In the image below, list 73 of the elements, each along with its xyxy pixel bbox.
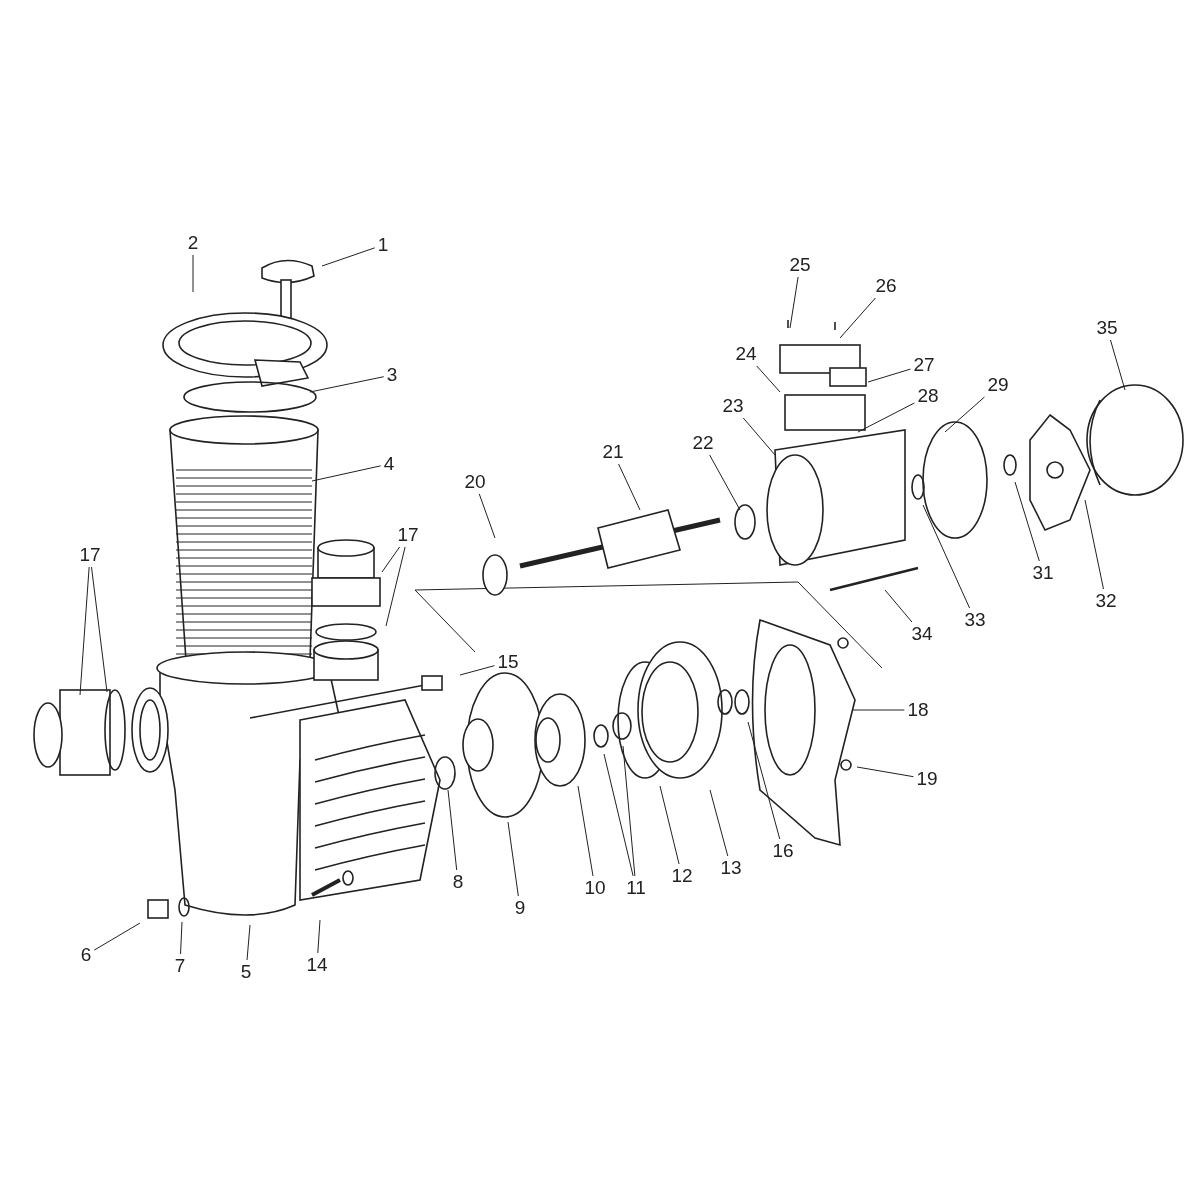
callout-number: 35 <box>1095 318 1119 338</box>
leader-line <box>856 766 914 778</box>
leader-line <box>884 589 913 623</box>
callout-number: 19 <box>915 769 939 789</box>
leader-line <box>447 789 458 871</box>
leader-line <box>321 247 376 267</box>
leader-line <box>867 368 911 383</box>
leader-line <box>922 504 971 609</box>
callout-number: 16 <box>771 841 795 861</box>
leader-line <box>1084 499 1104 590</box>
leader-line <box>478 493 496 539</box>
leader-line <box>944 396 985 433</box>
callout-number: 4 <box>382 454 396 474</box>
callout-number: 18 <box>906 700 930 720</box>
callout-number: 28 <box>916 386 940 406</box>
leader-line <box>1110 339 1126 391</box>
callout-number: 15 <box>496 652 520 672</box>
leader-line <box>93 922 141 951</box>
leader-line <box>317 919 321 954</box>
callout-number: 29 <box>986 375 1010 395</box>
leader-line <box>747 721 781 840</box>
leader-line <box>309 376 385 393</box>
leader-line <box>192 254 194 293</box>
callout-number: 25 <box>788 255 812 275</box>
callout-number: 9 <box>513 898 527 918</box>
leader-line <box>385 546 406 627</box>
callout-number: 17 <box>78 545 102 565</box>
leader-line <box>839 297 876 339</box>
callout-number: 5 <box>239 962 253 982</box>
leader-line <box>709 789 729 857</box>
callout-number: 26 <box>874 276 898 296</box>
callout-number: 17 <box>396 525 420 545</box>
callout-number: 34 <box>910 624 934 644</box>
leader-line <box>742 417 776 456</box>
callout-number: 24 <box>734 344 758 364</box>
leader-line <box>180 921 183 955</box>
callout-number: 32 <box>1094 591 1118 611</box>
callout-number: 13 <box>719 858 743 878</box>
callout-number: 10 <box>583 878 607 898</box>
callout-number: 21 <box>601 442 625 462</box>
callout-number: 1 <box>376 235 390 255</box>
callout-number: 27 <box>912 355 936 375</box>
callout-number: 2 <box>186 233 200 253</box>
leader-line <box>79 566 90 696</box>
leader-line <box>459 665 495 676</box>
leader-line <box>857 402 915 433</box>
leader-line <box>1014 481 1040 562</box>
leader-line <box>622 745 636 877</box>
callout-number: 14 <box>305 955 329 975</box>
callout-number: 22 <box>691 433 715 453</box>
leader-line <box>618 463 641 511</box>
leader-line <box>659 785 680 865</box>
leader-line <box>603 753 634 877</box>
leader-line <box>311 465 382 482</box>
callout-number: 3 <box>385 365 399 385</box>
callout-number: 23 <box>721 396 745 416</box>
leader-line <box>246 924 251 961</box>
leader-line <box>851 709 905 711</box>
leader-line <box>709 454 741 511</box>
leader-line <box>789 276 799 329</box>
callout-number: 31 <box>1031 563 1055 583</box>
callout-number: 6 <box>79 945 93 965</box>
callout-number: 8 <box>451 872 465 892</box>
callout-number: 20 <box>463 472 487 492</box>
leader-line <box>577 785 594 877</box>
leader-line <box>756 365 781 393</box>
leader-line <box>381 546 401 573</box>
callout-number: 7 <box>173 956 187 976</box>
leader-line <box>507 821 519 897</box>
callout-number: 12 <box>670 866 694 886</box>
callout-number: 11 <box>625 878 647 898</box>
callout-number: 33 <box>963 610 987 630</box>
leader-line <box>91 566 108 693</box>
